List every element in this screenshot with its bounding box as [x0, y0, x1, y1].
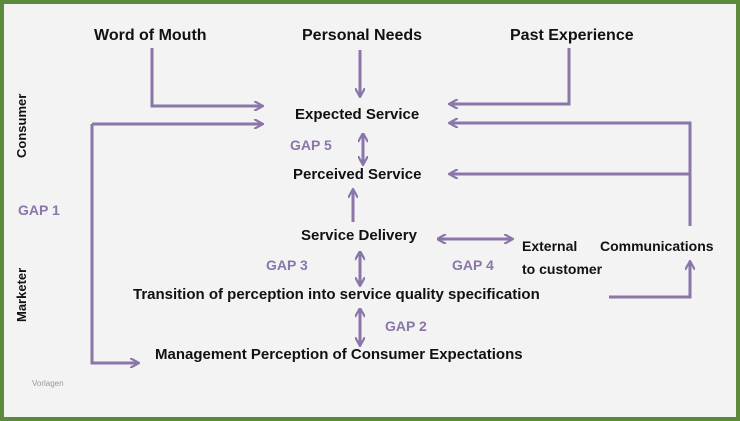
- arrow-gap1-to-management: [90, 124, 138, 363]
- arrow-word-of-mouth-to-expected: [150, 48, 262, 106]
- label-expected-service: Expected Service: [295, 106, 420, 123]
- label-service-delivery: Service Delivery: [301, 227, 417, 244]
- side-label-consumer: Consumer: [14, 93, 29, 158]
- arrow-past-experience-to-expected: [450, 48, 571, 104]
- watermark: Vorlagen: [32, 379, 64, 388]
- label-past-experience: Past Experience: [510, 27, 634, 44]
- label-gap2: GAP 2: [385, 318, 427, 334]
- label-gap3: GAP 3: [266, 257, 308, 273]
- diagram-frame: Word of Mouth Personal Needs Past Experi…: [4, 4, 736, 417]
- arrow-external-to-expected: [450, 123, 692, 226]
- label-gap4: GAP 4: [452, 257, 494, 273]
- label-transition: Transition of perception into service qu…: [133, 286, 540, 303]
- label-gap5: GAP 5: [290, 137, 332, 153]
- label-perceived-service: Perceived Service: [293, 166, 422, 183]
- label-external: External: [522, 238, 578, 254]
- label-word-of-mouth: Word of Mouth: [94, 27, 207, 44]
- label-communications: Communications: [600, 238, 714, 254]
- arrow-transition-to-external: [609, 262, 690, 299]
- diagram-arrows: [90, 48, 736, 417]
- side-label-marketer: Marketer: [14, 267, 29, 322]
- label-gap1: GAP 1: [18, 202, 60, 218]
- label-management-perception: Management Perception of Consumer Expect…: [155, 346, 523, 363]
- label-to-customer: to customer: [522, 261, 603, 277]
- label-personal-needs: Personal Needs: [302, 27, 423, 44]
